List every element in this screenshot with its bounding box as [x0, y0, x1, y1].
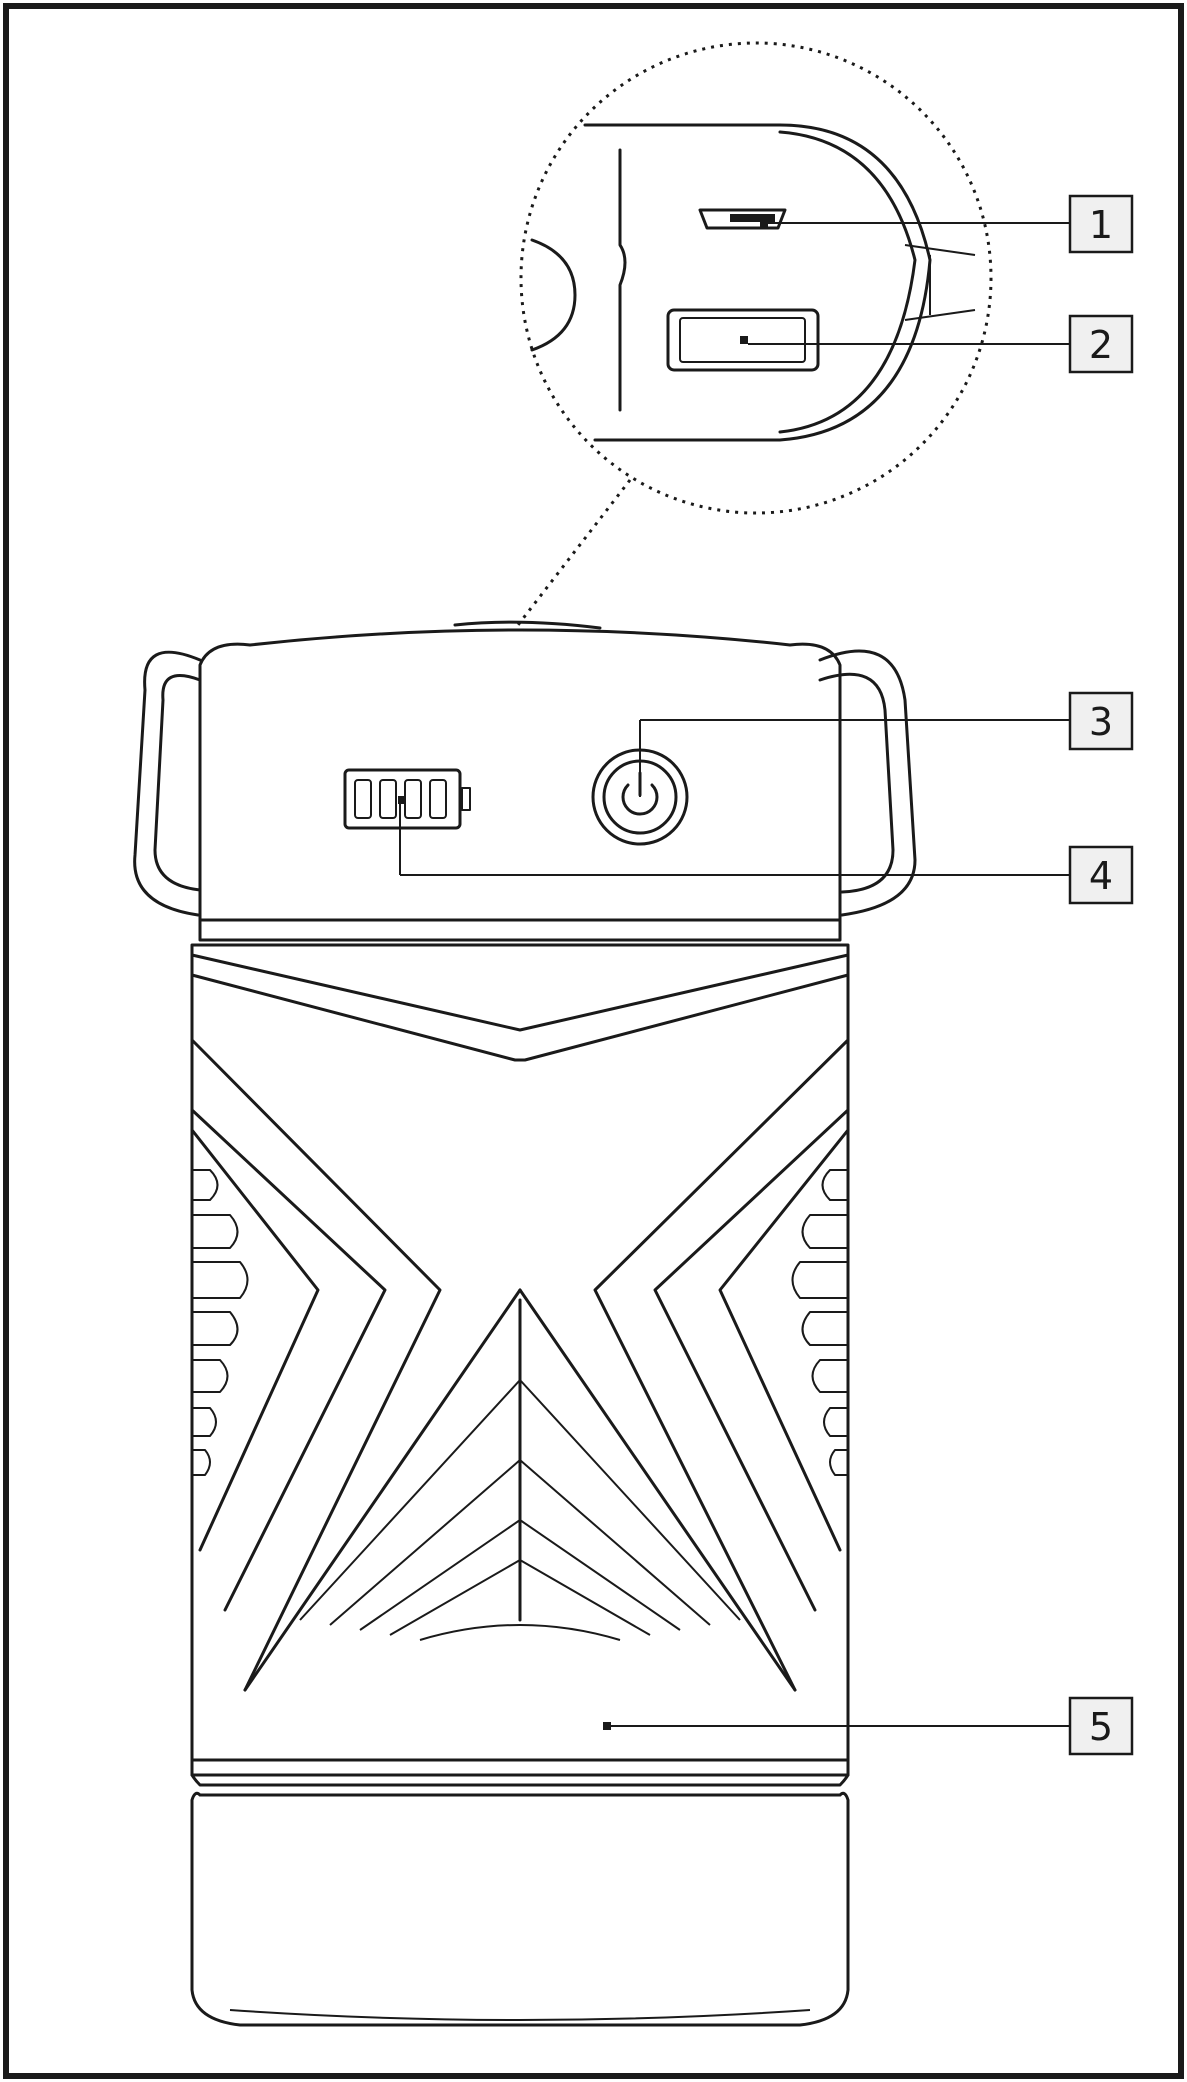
callout-5-label: 5 [1089, 1705, 1113, 1749]
callout-1-label: 1 [1089, 203, 1113, 247]
device-base [190, 1791, 850, 2027]
right-grip [791, 1169, 848, 1476]
callout-1: 1 [1068, 194, 1134, 254]
left-grip [192, 1169, 249, 1476]
top-cap [198, 628, 842, 942]
callout-2: 2 [1068, 314, 1134, 374]
port-detail-zoom [516, 41, 993, 626]
device-body [133, 620, 917, 2027]
callout-3-label: 3 [1089, 700, 1113, 744]
callout-2-label: 2 [1089, 323, 1113, 367]
micro-usb-port-icon [698, 208, 787, 230]
left-handle [133, 650, 202, 917]
leader-lines [399, 219, 1070, 1730]
right-handle [818, 649, 917, 917]
callout-4: 4 [1068, 845, 1134, 905]
callout-5: 5 [1068, 1696, 1134, 1756]
callout-3: 3 [1068, 691, 1134, 751]
callout-4-label: 4 [1089, 854, 1113, 898]
usb-port-icon [666, 308, 820, 372]
battery-level-icon [343, 768, 471, 830]
